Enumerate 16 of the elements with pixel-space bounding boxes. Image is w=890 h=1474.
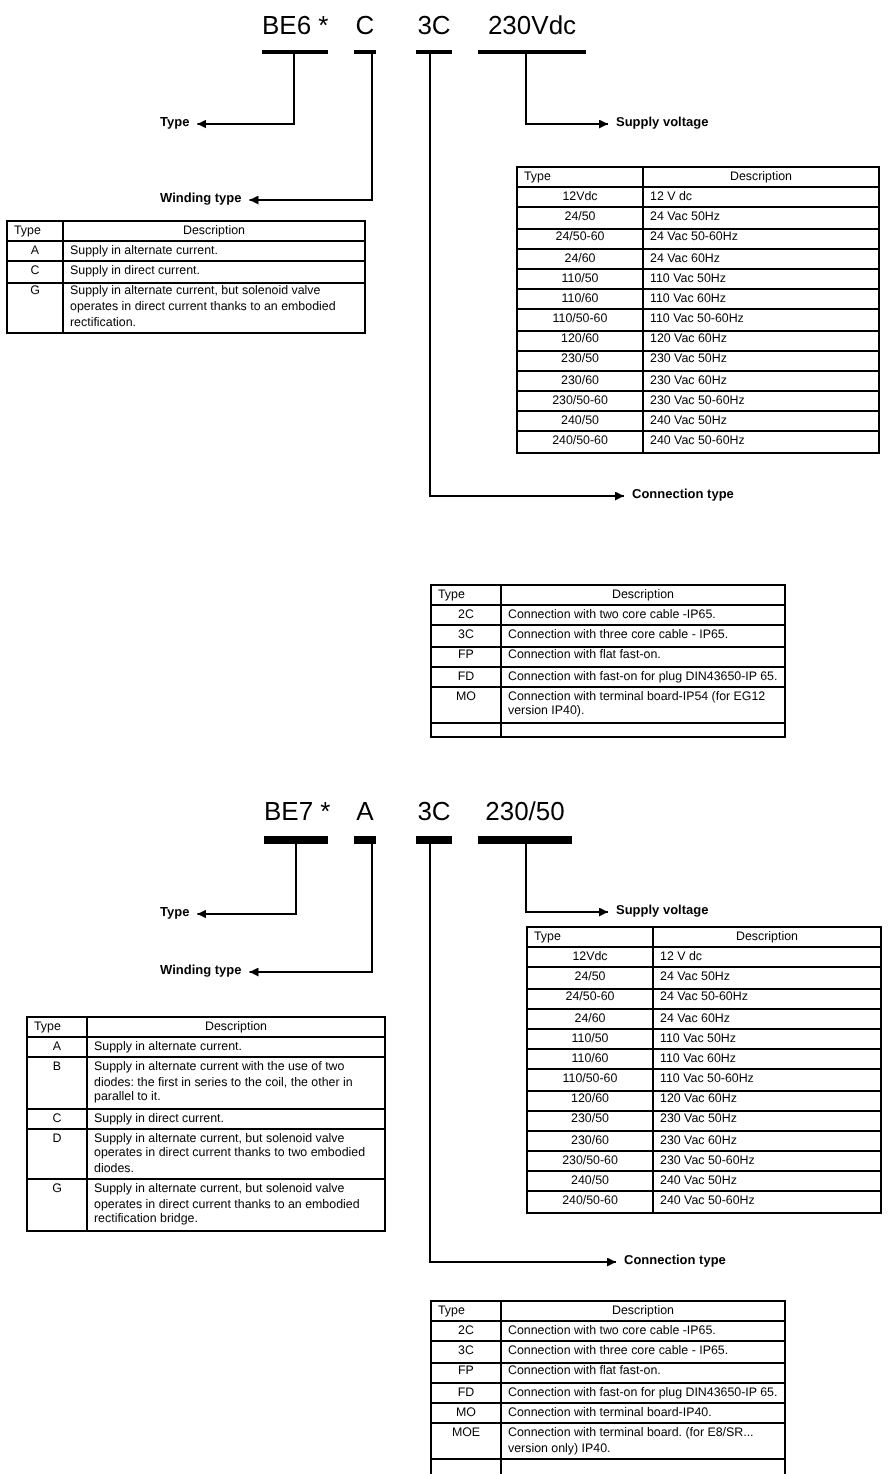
code-segment: 230Vdc xyxy=(478,10,586,54)
arrow xyxy=(429,843,617,1267)
arrow xyxy=(525,53,609,129)
arrow xyxy=(429,53,625,501)
arrow xyxy=(196,843,297,919)
arrow xyxy=(525,843,609,917)
code-segment: 3C xyxy=(416,10,452,54)
code-segment: 3C xyxy=(416,796,452,844)
code-segment: A xyxy=(354,796,376,844)
arrow xyxy=(248,53,373,205)
arrow xyxy=(248,843,373,977)
code-segment: BE6 * xyxy=(262,10,328,54)
arrow xyxy=(196,53,295,129)
code-segment: C xyxy=(354,10,376,54)
code-segment: 230/50 xyxy=(478,796,572,844)
code-segment: BE7 * xyxy=(264,796,328,844)
